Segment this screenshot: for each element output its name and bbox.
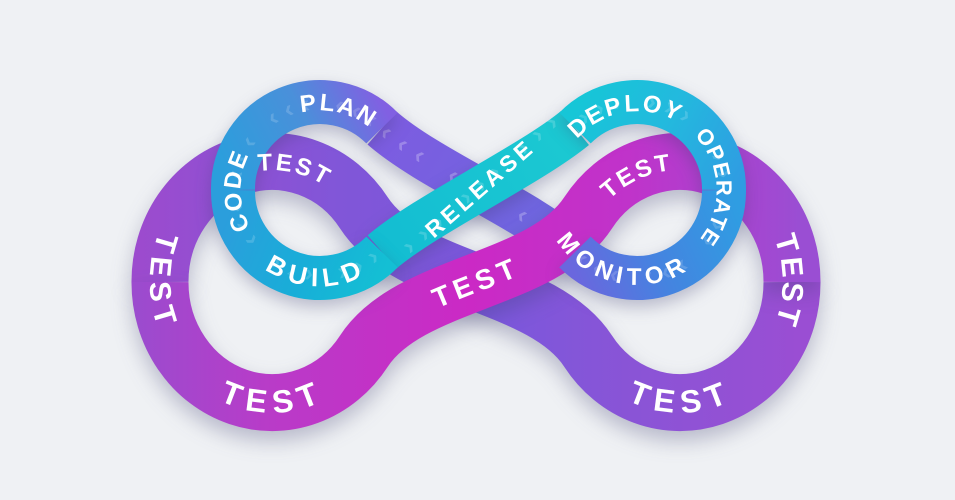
stage-label-code: CODE: [219, 144, 255, 236]
